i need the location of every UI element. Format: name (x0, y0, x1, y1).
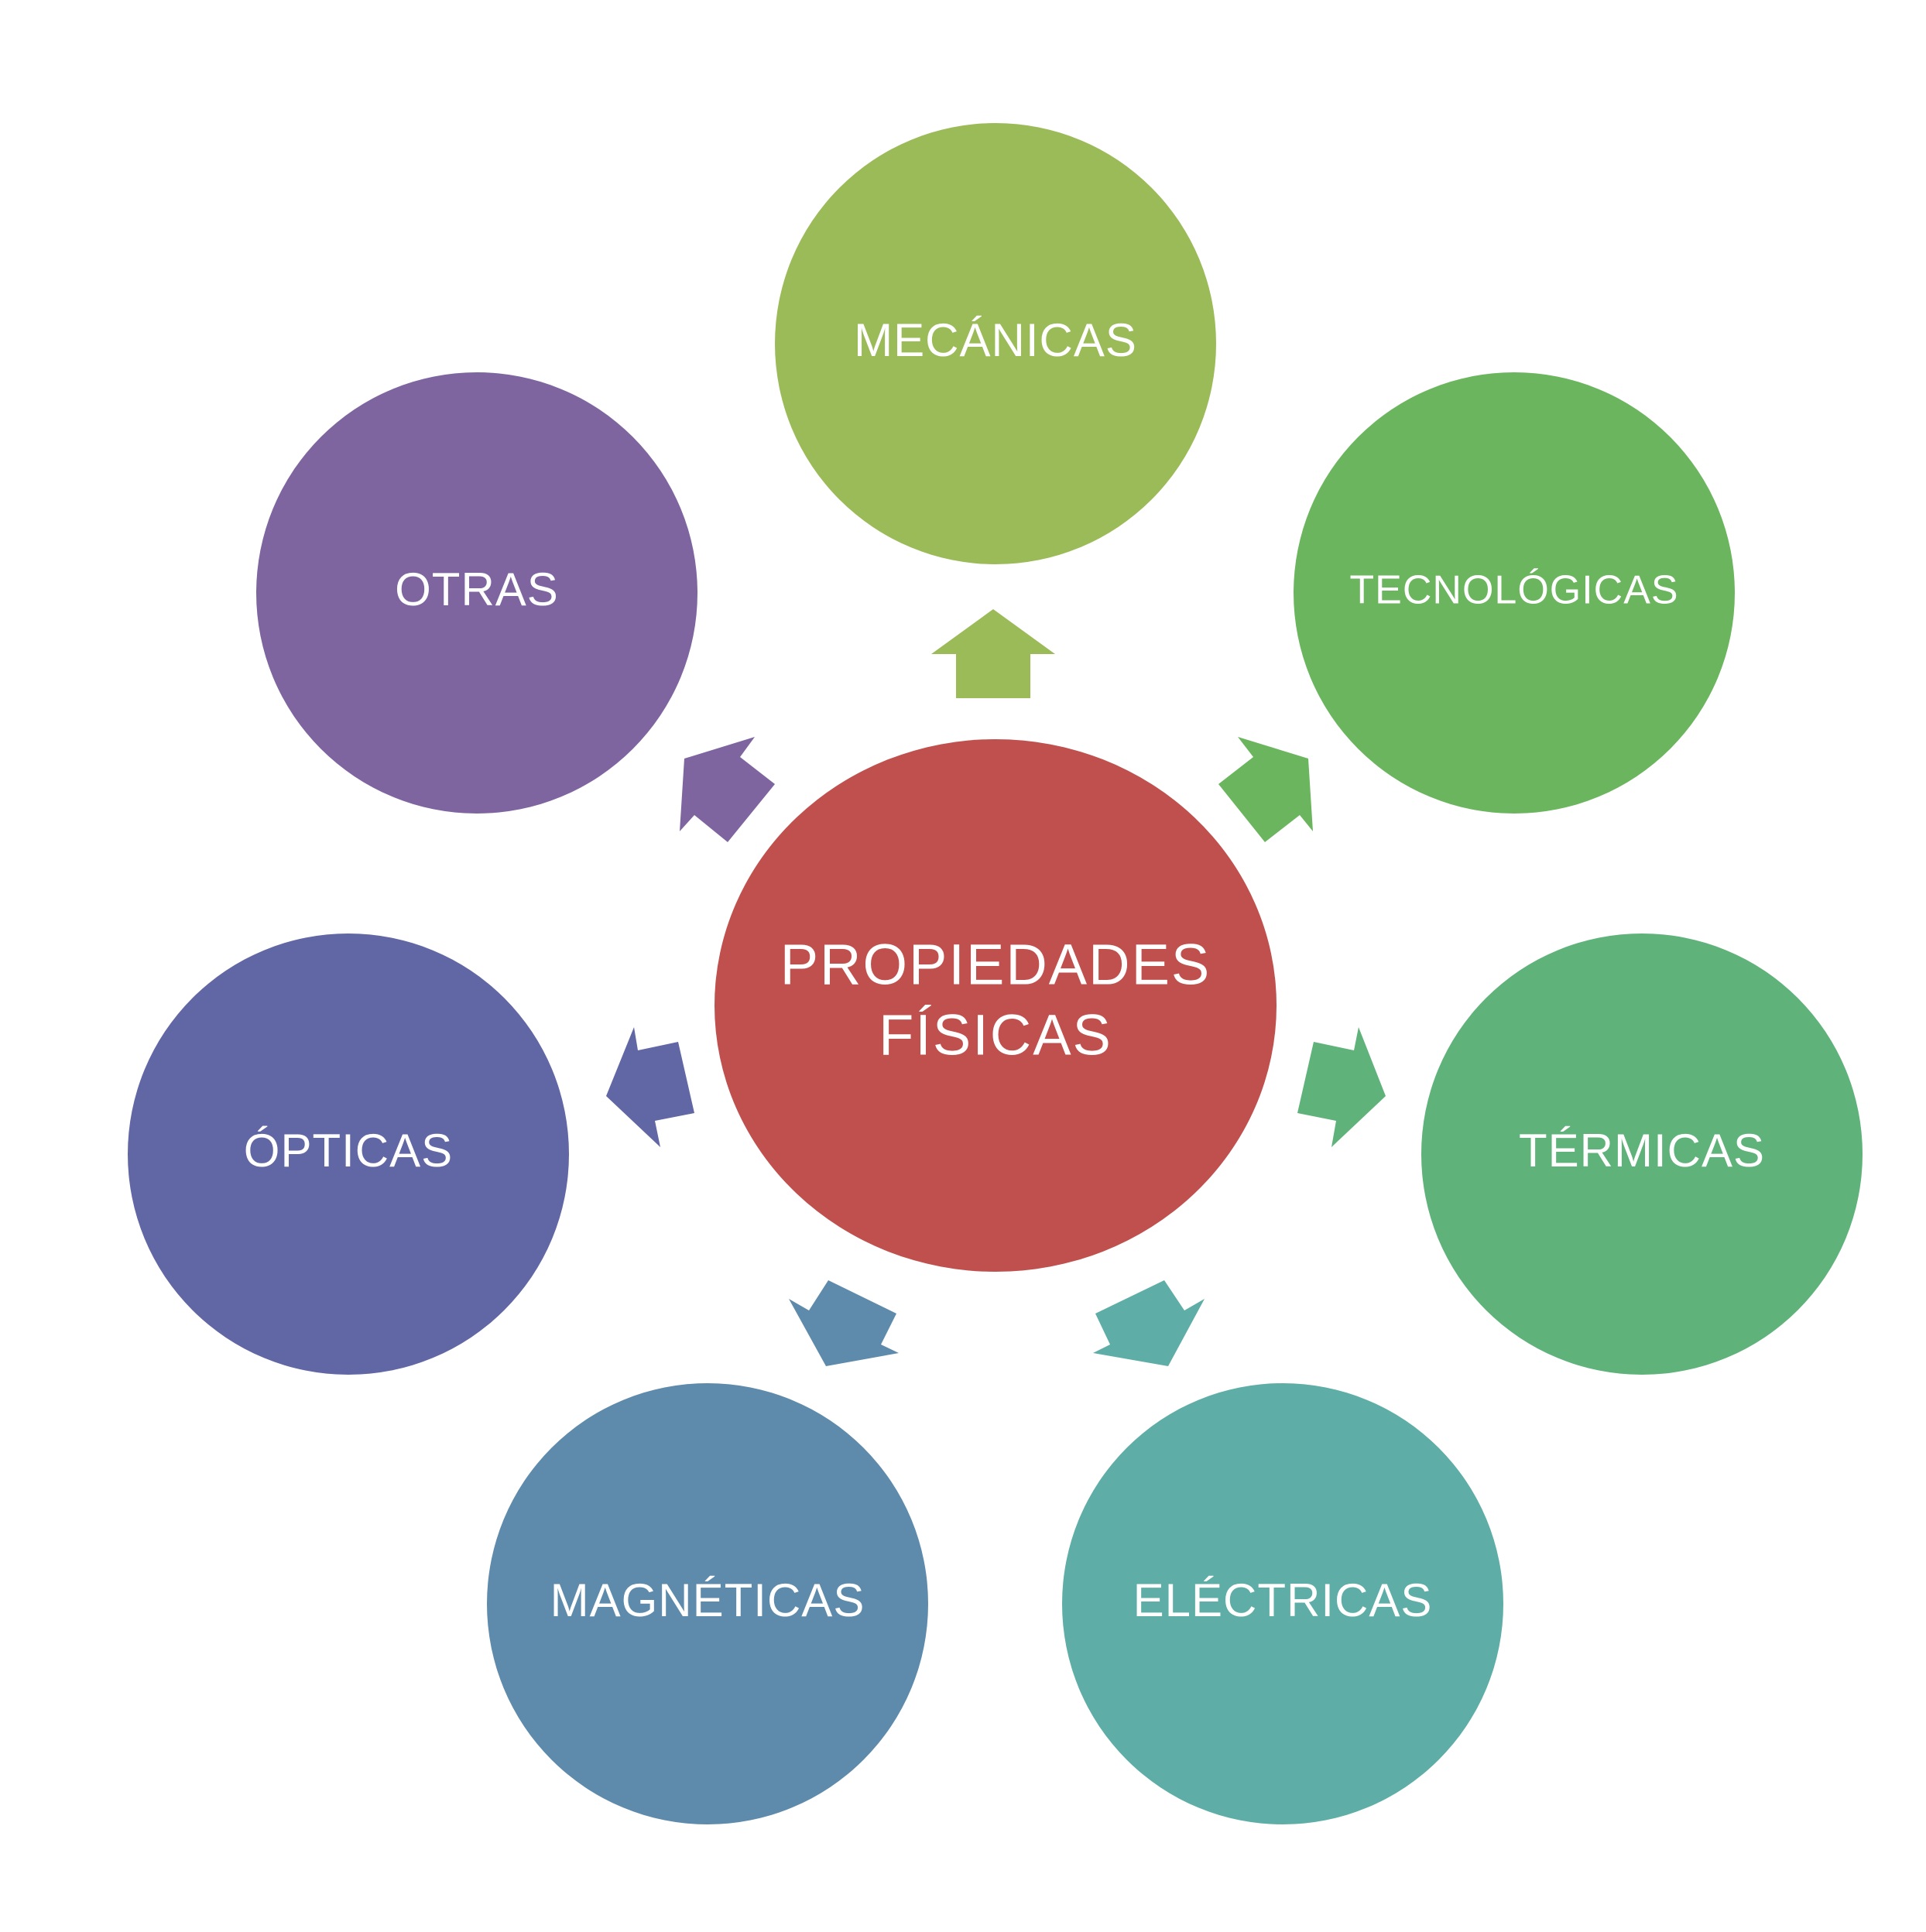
node-tecnologicas: TECNOLÓGICAS (1294, 372, 1735, 814)
node-mecanicas: MECÁNICAS (775, 123, 1216, 564)
node-otras: OTRAS (256, 372, 697, 814)
node-termicas: TÉRMICAS (1421, 933, 1863, 1375)
center-label-line1: PROPIEDADES (780, 933, 1211, 997)
arrow-down-left-icon (789, 1280, 899, 1366)
node-opticas: ÓPTICAS (128, 933, 569, 1375)
arrow-left-icon (606, 1027, 694, 1147)
arrow-up-right-icon (1218, 737, 1313, 842)
node-circle (487, 1383, 928, 1824)
center-ellipse (715, 739, 1277, 1272)
node-circle (256, 372, 697, 814)
node-label: OTRAS (395, 564, 559, 615)
arrow-up-left-icon (680, 737, 775, 842)
node-circle (1421, 933, 1863, 1375)
node-label: MECÁNICAS (854, 314, 1137, 366)
arrow-down-right-icon (1093, 1280, 1205, 1366)
node-electricas: ELÉCTRICAS (1062, 1383, 1503, 1824)
arrows (606, 609, 1386, 1366)
center-node: PROPIEDADES FÍSICAS (715, 739, 1277, 1272)
node-magneticas: MAGNÉTICAS (487, 1383, 928, 1824)
node-circle (775, 123, 1216, 564)
node-label: ELÉCTRICAS (1133, 1574, 1433, 1626)
node-circle (128, 933, 569, 1375)
node-label: MAGNÉTICAS (550, 1574, 865, 1626)
node-label: ÓPTICAS (244, 1125, 453, 1177)
node-label: TECNOLÓGICAS (1349, 568, 1678, 613)
node-circle (1294, 372, 1735, 814)
node-circle (1062, 1383, 1503, 1824)
center-label-line2: FÍSICAS (879, 1003, 1112, 1067)
arrow-up-icon (931, 609, 1055, 698)
node-label: TÉRMICAS (1519, 1125, 1765, 1177)
arrow-right-icon (1297, 1027, 1386, 1147)
